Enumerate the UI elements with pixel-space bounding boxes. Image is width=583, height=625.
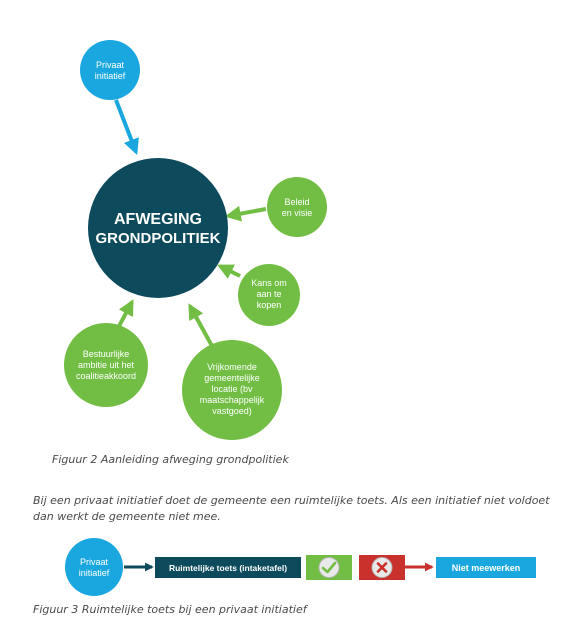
flow-check-box bbox=[306, 555, 352, 580]
node-vrijkomende: Vrijkomende gemeentelijke locatie (bv ma… bbox=[182, 340, 282, 440]
flow-end-box: Niet meewerken bbox=[436, 557, 536, 578]
node-vrijkomende-line2: gemeentelijke bbox=[204, 373, 260, 383]
body-paragraph: Bij een privaat initiatief doet de gemee… bbox=[33, 494, 550, 523]
node-privaat-line1: Privaat bbox=[96, 60, 125, 70]
node-kans: Kans om aan te kopen bbox=[238, 264, 300, 326]
flow-toets-box: Ruimtelijke toets (intaketafel) bbox=[155, 557, 301, 578]
node-bestuurlijke-line1: Bestuurlijke bbox=[83, 349, 130, 359]
figure2-caption: Figuur 2 Aanleiding afweging grondpoliti… bbox=[52, 453, 289, 466]
check-icon bbox=[321, 561, 337, 574]
node-privaat: Privaat initiatief bbox=[80, 40, 140, 100]
node-vrijkomende-line5: vastgoed) bbox=[212, 406, 252, 416]
node-beleid: Beleid en visie bbox=[267, 177, 327, 237]
node-bestuurlijke-line3: coalitieakkoord bbox=[76, 371, 136, 381]
flow-cross-box bbox=[359, 555, 405, 580]
arrow-beleid-to-center bbox=[224, 205, 267, 222]
node-vrijkomende-line4: maatschappelijk bbox=[200, 395, 265, 405]
flow-end-label: Niet meewerken bbox=[452, 563, 521, 573]
node-vrijkomende-line3: locatie (bv bbox=[211, 384, 253, 394]
figure3-caption: Figuur 3 Ruimtelijke toets bij een priva… bbox=[33, 603, 307, 616]
flow-start-line2: initiatief bbox=[79, 568, 110, 578]
flow-toets-label: Ruimtelijke toets (intaketafel) bbox=[169, 563, 287, 573]
arrow-vrijkomende-to-center bbox=[188, 303, 214, 347]
node-bestuurlijke: Bestuurlijke ambitie uit het coalitieakk… bbox=[64, 323, 148, 407]
center-line2: GRONDPOLITIEK bbox=[95, 230, 220, 247]
node-kans-line2: aan te bbox=[256, 289, 281, 299]
arrow-bestuurlijke-to-center bbox=[116, 299, 134, 329]
node-kans-line3: kopen bbox=[257, 300, 282, 310]
node-kans-line1: Kans om bbox=[251, 278, 287, 288]
node-privaat-line2: initiatief bbox=[95, 71, 126, 81]
flow-start-node: Privaat initiatief bbox=[65, 538, 123, 596]
flow-start-line1: Privaat bbox=[80, 557, 109, 567]
arrow-kans-to-center bbox=[217, 264, 241, 279]
cross-icon bbox=[376, 562, 388, 573]
center-node: AFWEGING GRONDPOLITIEK bbox=[88, 158, 228, 298]
node-bestuurlijke-line2: ambitie uit het bbox=[78, 360, 135, 370]
node-vrijkomende-line1: Vrijkomende bbox=[207, 362, 257, 372]
node-beleid-line2: en visie bbox=[282, 208, 313, 218]
node-beleid-line1: Beleid bbox=[284, 197, 309, 207]
center-line1: AFWEGING bbox=[114, 211, 202, 228]
arrow-privaat-to-center bbox=[114, 99, 139, 155]
